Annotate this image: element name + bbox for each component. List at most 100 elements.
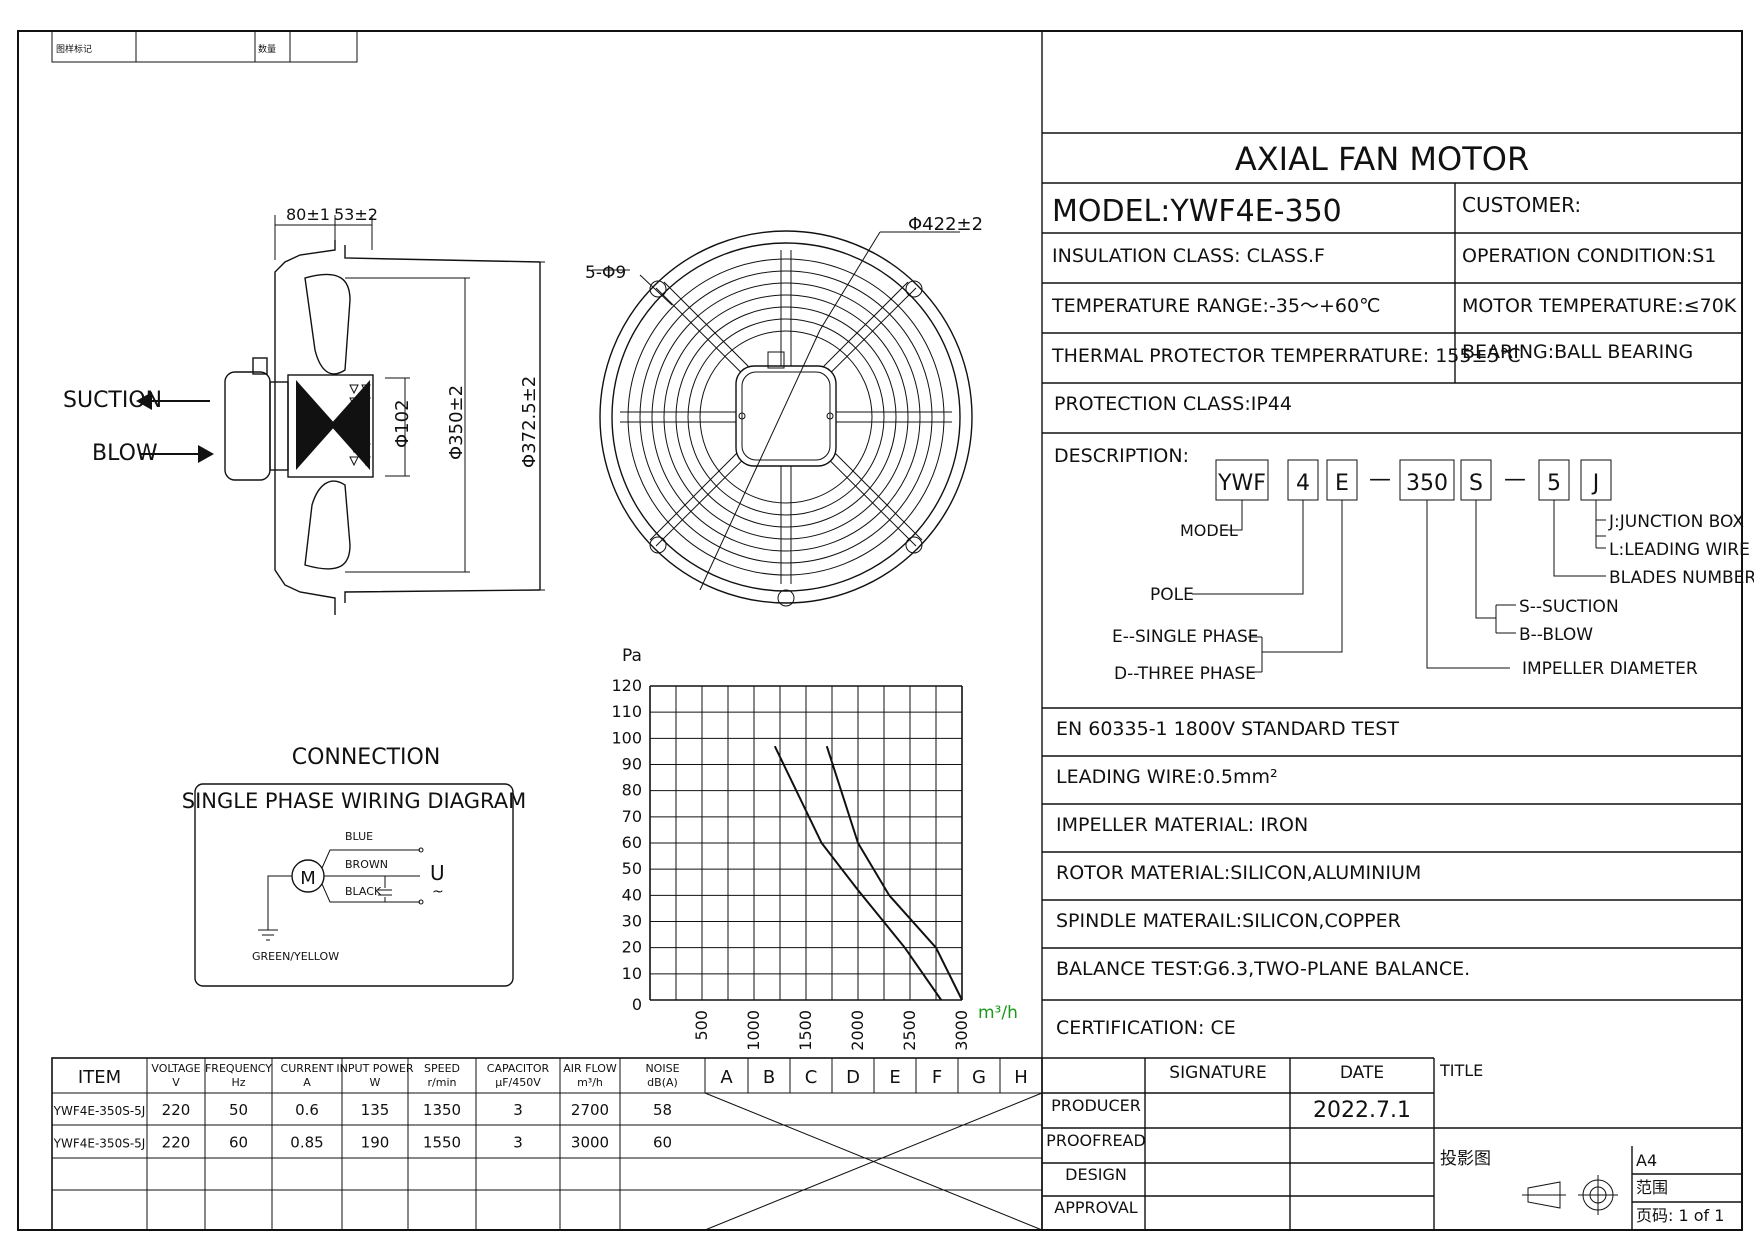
producer-date: 2022.7.1: [1313, 1098, 1411, 1123]
table-header-unit: m³/h: [577, 1076, 603, 1089]
y-tick-label: 110: [611, 702, 642, 721]
table-header: E: [889, 1067, 900, 1088]
date-header: DATE: [1340, 1063, 1384, 1083]
dim-102: Φ102: [392, 399, 413, 448]
table-header-unit: μF/450V: [495, 1076, 541, 1089]
series-line-1: [773, 745, 943, 1001]
table-header: F: [932, 1067, 942, 1088]
code-ywf: YWF: [1217, 471, 1266, 496]
table-header: CAPACITOR: [487, 1062, 550, 1075]
y-tick-label: 30: [622, 912, 642, 931]
header-label-a: 图样标记: [56, 43, 92, 55]
legend-single-phase: E--SINGLE PHASE: [1112, 627, 1259, 647]
chart-x-label: m³/h: [978, 1003, 1018, 1023]
bearing-type: BEARING:BALL BEARING: [1462, 341, 1693, 363]
chart-y-label: Pa: [622, 646, 642, 666]
table-cell: 3: [513, 1134, 523, 1152]
supply-ac-symbol: ~: [432, 884, 444, 900]
operation-condition: OPERATION CONDITION:S1: [1462, 245, 1716, 267]
holes-dim: 5-Φ9: [585, 263, 626, 283]
legend-three-phase: D--THREE PHASE: [1114, 664, 1256, 684]
table-cell: 1550: [423, 1134, 461, 1152]
legend-leading-wire: L:LEADING WIRE: [1609, 540, 1750, 560]
connection-diagram: CONNECTION SINGLE PHASE WIRING DIAGRAM M…: [182, 745, 527, 987]
motor-temperature: MOTOR TEMPERATURE:≤70K: [1462, 295, 1737, 317]
legend-suction: S--SUCTION: [1519, 597, 1619, 617]
table-cell: 3: [513, 1101, 523, 1119]
y-tick-label: 0: [632, 995, 642, 1014]
signature-header: SIGNATURE: [1169, 1063, 1266, 1083]
series-line-2: [825, 745, 963, 1001]
role-design: DESIGN: [1065, 1165, 1127, 1184]
x-tick-label: 1500: [796, 1010, 815, 1051]
insulation-class: INSULATION CLASS: CLASS.F: [1052, 245, 1325, 267]
legend-blades: BLADES NUMBER: [1609, 568, 1754, 588]
dim-422: Φ422±2: [908, 214, 983, 235]
table-header: VOLTAGE: [151, 1062, 200, 1075]
role-producer: PRODUCER: [1051, 1096, 1141, 1115]
connection-heading: CONNECTION: [292, 745, 441, 770]
wiring-diagram-title: SINGLE PHASE WIRING DIAGRAM: [182, 789, 527, 813]
table-cell: 0.6: [295, 1101, 319, 1119]
table-header: FREQUENCY: [205, 1062, 272, 1075]
y-tick-label: 90: [622, 755, 642, 774]
code-4: 4: [1296, 471, 1310, 496]
table-cell: 50: [229, 1101, 248, 1119]
code-e: E: [1335, 471, 1349, 496]
temperature-range: TEMPERATURE RANGE:-35～+60℃: [1051, 295, 1380, 317]
title-label: TITLE: [1439, 1061, 1483, 1080]
projection-symbol-icon: [1522, 1175, 1618, 1215]
table-header-unit: W: [370, 1076, 381, 1089]
legend-impeller-diameter: IMPELLER DIAMETER: [1522, 659, 1698, 679]
code-j: J: [1591, 471, 1600, 496]
y-tick-label: 40: [622, 885, 642, 904]
y-tick-label: 80: [622, 781, 642, 800]
legend-blow: B--BLOW: [1519, 625, 1593, 645]
customer-label: CUSTOMER:: [1462, 193, 1581, 217]
model-label: MODEL:YWF4E-350: [1052, 194, 1342, 229]
table-header: G: [972, 1067, 986, 1088]
dim-350: Φ350±2: [446, 385, 467, 460]
table-cell: 1350: [423, 1101, 461, 1119]
wire-black: BLACK: [345, 885, 382, 898]
table-header: INPUT POWER: [336, 1062, 413, 1075]
scope-label: 范围: [1636, 1178, 1668, 1197]
table-header-unit: r/min: [428, 1076, 457, 1089]
projection-label: 投影图: [1440, 1149, 1491, 1169]
spec-spindle-material: SPINDLE MATERAIL:SILICON,COPPER: [1056, 910, 1401, 932]
table-cell: YWF4E-350S-5J: [53, 1137, 146, 1151]
x-tick-label: 2500: [900, 1010, 919, 1051]
x-tick-label: 500: [692, 1010, 711, 1041]
dim-372: Φ372.5±2: [519, 376, 540, 468]
legend-pole: POLE: [1150, 585, 1194, 605]
code-dash-1: —: [1369, 467, 1391, 492]
table-header: A: [720, 1067, 733, 1088]
title-block: TITLE 投影图 A4 范围 页码: 1 of 1: [1439, 1061, 1742, 1230]
table-header: AIR FLOW: [563, 1062, 617, 1075]
drawing-title: AXIAL FAN MOTOR: [1235, 140, 1529, 178]
legend-model: MODEL: [1180, 521, 1238, 540]
blow-label: BLOW: [92, 441, 158, 466]
spec-certification: CERTIFICATION: CE: [1056, 1017, 1236, 1039]
y-tick-label: 70: [622, 807, 642, 826]
x-tick-label: 3000: [952, 1010, 971, 1051]
wire-brown: BROWN: [345, 858, 388, 871]
chart-grid: [649, 685, 963, 1001]
front-view: 5-Φ9 Φ422±2: [585, 214, 983, 607]
table-header: D: [846, 1067, 860, 1088]
thermal-protector: THERMAL PROTECTOR TEMPERRATURE: 155±5℃: [1051, 345, 1521, 367]
code-s: S: [1469, 471, 1483, 496]
spec-rotor-material: ROTOR MATERIAL:SILICON,ALUMINIUM: [1056, 862, 1421, 884]
table-cell: 0.85: [290, 1134, 323, 1152]
info-panel: AXIAL FAN MOTOR MODEL:YWF4E-350 CUSTOMER…: [1042, 132, 1754, 1039]
protection-class: PROTECTION CLASS:IP44: [1054, 393, 1292, 415]
table-header: CURRENT: [281, 1062, 334, 1075]
table-header: C: [805, 1067, 818, 1088]
top-left-header: 图样标记 数量: [51, 30, 358, 63]
y-tick-label: 100: [611, 728, 642, 747]
table-cell: 220: [162, 1134, 191, 1152]
signoff-table: SIGNATURE DATE PRODUCER PROOFREAD DESIGN…: [1042, 1057, 1742, 1230]
